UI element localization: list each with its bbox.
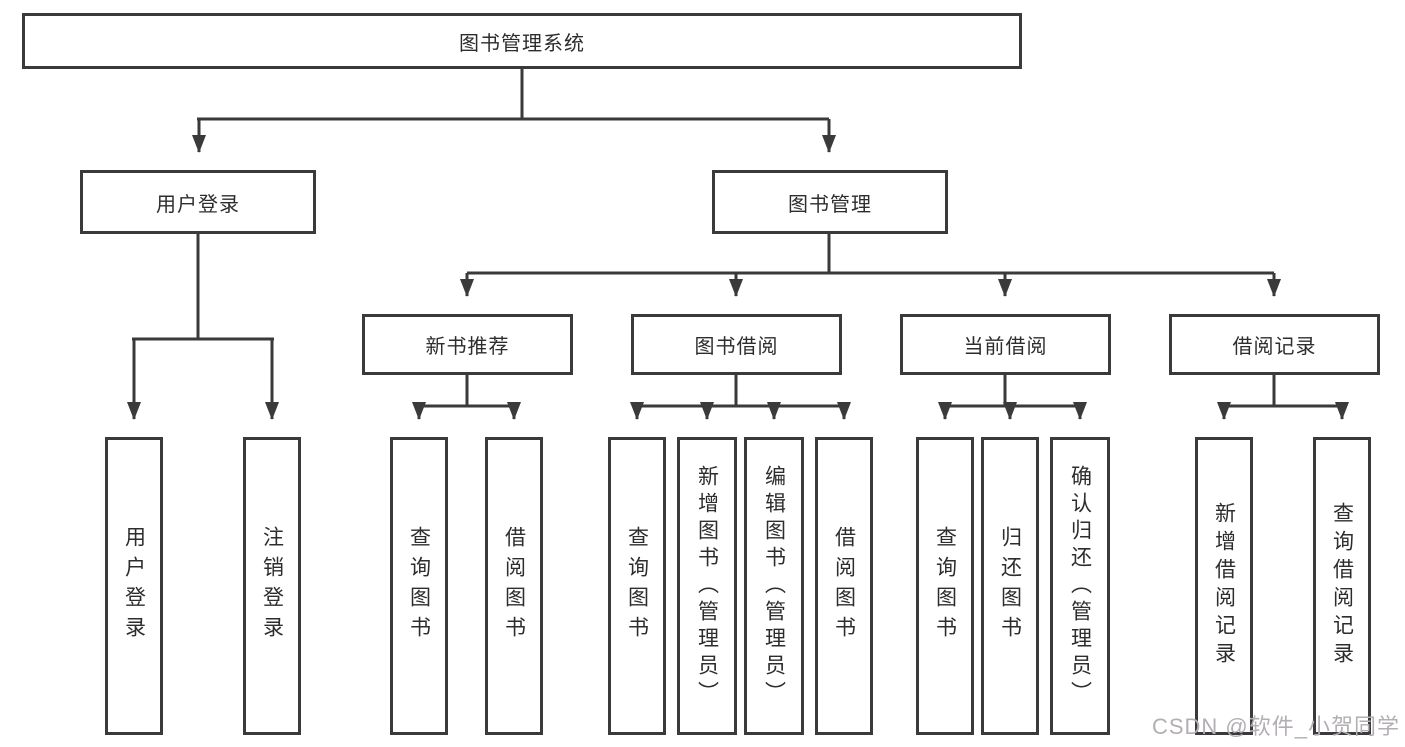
- leaf-edit-book-admin: 编辑图书（管理员）: [744, 437, 804, 735]
- node-current-borrow: 当前借阅: [900, 314, 1111, 375]
- node-new-book-recommend: 新书推荐: [362, 314, 573, 375]
- leaf-query-book-recommend: 查询图书: [390, 437, 448, 735]
- leaf-user-login: 用户登录: [105, 437, 163, 735]
- node-user-login: 用户登录: [80, 170, 316, 234]
- node-root-system: 图书管理系统: [22, 13, 1022, 69]
- leaf-borrow-book: 借阅图书: [815, 437, 873, 735]
- leaf-add-borrow-record: 新增借阅记录: [1195, 437, 1253, 735]
- leaf-return-book: 归还图书: [981, 437, 1039, 735]
- leaf-add-book-admin: 新增图书（管理员）: [677, 437, 737, 735]
- leaf-borrow-book-recommend: 借阅图书: [485, 437, 543, 735]
- leaf-query-book-borrow: 查询图书: [608, 437, 666, 735]
- leaf-logout: 注销登录: [243, 437, 301, 735]
- leaf-confirm-return-admin: 确认归还（管理员）: [1050, 437, 1110, 735]
- node-borrow-records: 借阅记录: [1169, 314, 1380, 375]
- node-book-borrow: 图书借阅: [631, 314, 842, 375]
- csdn-watermark: CSDN @软件_小贺同学: [1151, 714, 1400, 739]
- leaf-query-borrow-record: 查询借阅记录: [1313, 437, 1371, 735]
- leaf-query-book-current: 查询图书: [916, 437, 974, 735]
- node-book-management: 图书管理: [712, 170, 948, 234]
